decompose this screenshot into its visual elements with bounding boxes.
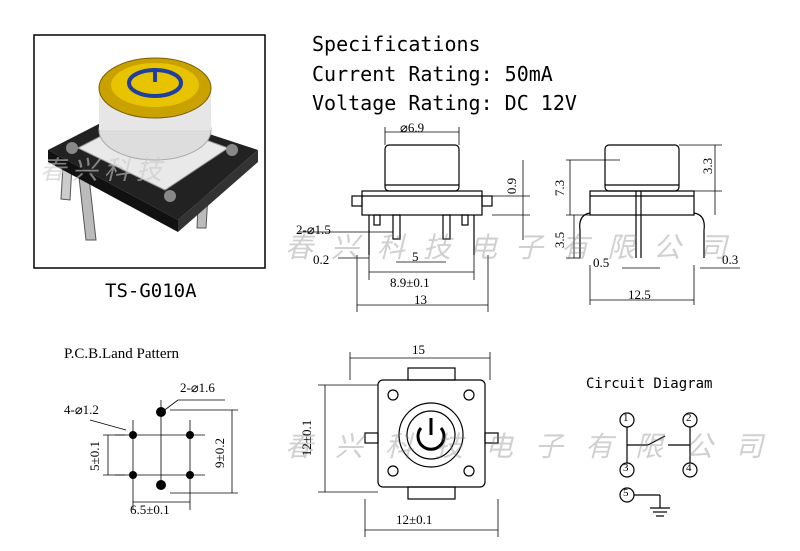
circuit-pin-5: 5 (623, 487, 629, 499)
side-lead-thickness-label: 0.3 (722, 252, 739, 267)
pcb-title: P.C.B.Land Pattern (64, 346, 179, 362)
side-lead-length-label: 3.5 (552, 231, 568, 249)
circuit-pin-3: 3 (623, 462, 629, 474)
pcb-hole-small-label: 4-⌀1.2 (64, 402, 99, 417)
front-pin-width-label: 0.2 (313, 252, 330, 267)
circuit-pin-1: 1 (623, 412, 629, 424)
circuit-pin-2: 2 (686, 412, 692, 424)
top-body-width-label: 12±0.1 (396, 512, 433, 527)
circuit-diagram (619, 412, 698, 517)
front-holes-label: 2-⌀1.5 (296, 222, 331, 237)
pcb-dim-right-label: 9±0.2 (211, 438, 227, 468)
spec-voltage: Voltage Rating: DC 12V (312, 91, 577, 115)
watermark-top: 春兴科技电子有限公司 (285, 233, 746, 264)
side-lead-width-label: 0.5 (593, 255, 610, 270)
side-cap-height-label: 3.3 (700, 157, 716, 175)
front-lead-spacing-label: 8.9±0.1 (390, 275, 430, 290)
pcb-dim-bottom-label: 6.5±0.1 (130, 502, 170, 517)
front-pitch-label: 5 (412, 249, 419, 264)
spec-heading: Specifications (312, 32, 481, 56)
model-label: TS-G010A (105, 280, 197, 302)
watermark-bottom: 春兴科技电子有限公司 (285, 432, 786, 463)
top-view (318, 352, 499, 537)
front-width-label: 13 (414, 292, 427, 307)
side-total-height-label: 7.3 (552, 179, 568, 197)
side-width-label: 12.5 (628, 287, 651, 302)
top-width-label: 15 (412, 342, 425, 357)
pcb-dim-left-label: 5±0.1 (86, 441, 102, 471)
product-photo (48, 57, 258, 241)
side-view (566, 144, 740, 305)
front-view (298, 127, 530, 312)
circuit-title: Circuit Diagram (586, 376, 713, 392)
top-height-label: 12±0.1 (299, 419, 315, 457)
front-height-label: 0.9 (504, 177, 520, 195)
spec-current: Current Rating: 50mA (312, 62, 553, 86)
watermark-photo: 春兴科技 (40, 156, 169, 185)
pcb-holes (129, 407, 194, 490)
front-diameter-label: ⌀6.9 (400, 120, 425, 135)
pcb-hole-large-label: 2-⌀1.6 (180, 380, 215, 395)
circuit-pin-4: 4 (686, 462, 692, 474)
